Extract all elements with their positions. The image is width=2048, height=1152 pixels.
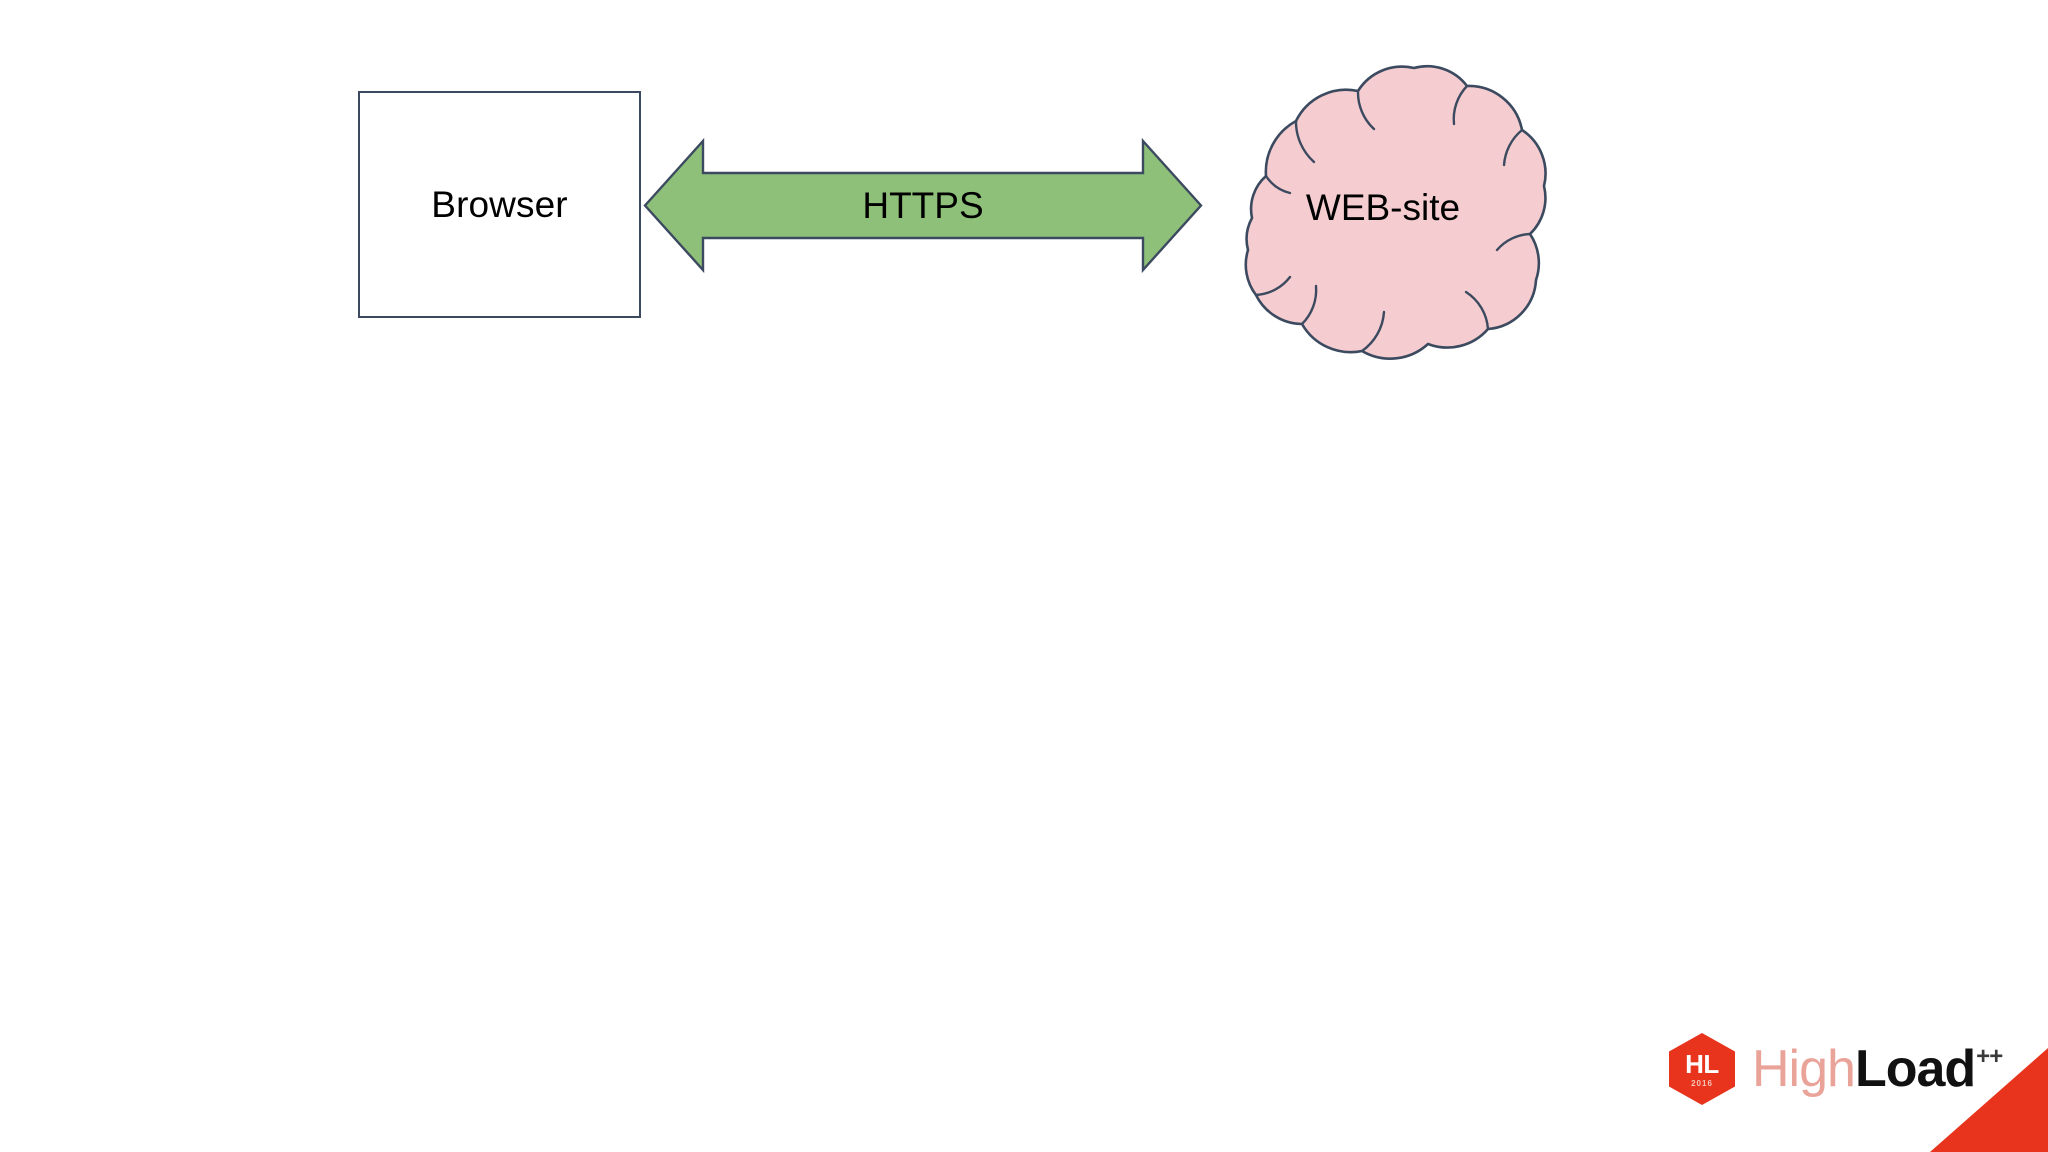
double-arrow-shape: [643, 137, 1203, 274]
node-website[interactable]: [1192, 52, 1560, 362]
highload-word-high: High: [1752, 1040, 1856, 1098]
highload-wordmark: High Load ++: [1752, 1040, 2003, 1098]
corner-accent-wedge: [1930, 1048, 2048, 1152]
highload-hex-badge-icon: HL 2016: [1665, 1032, 1739, 1106]
node-browser-label: Browser: [431, 184, 568, 225]
connector-https-arrow[interactable]: [643, 137, 1203, 274]
highload-logo: HL 2016 High Load ++: [1665, 1032, 2003, 1106]
highload-word-load: Load: [1854, 1040, 1976, 1098]
cloud-inner-arcs: [1254, 84, 1532, 353]
highload-word-suffix: ++: [1976, 1043, 2003, 1070]
cloud-shape: [1244, 64, 1547, 360]
node-browser[interactable]: Browser: [358, 91, 641, 318]
